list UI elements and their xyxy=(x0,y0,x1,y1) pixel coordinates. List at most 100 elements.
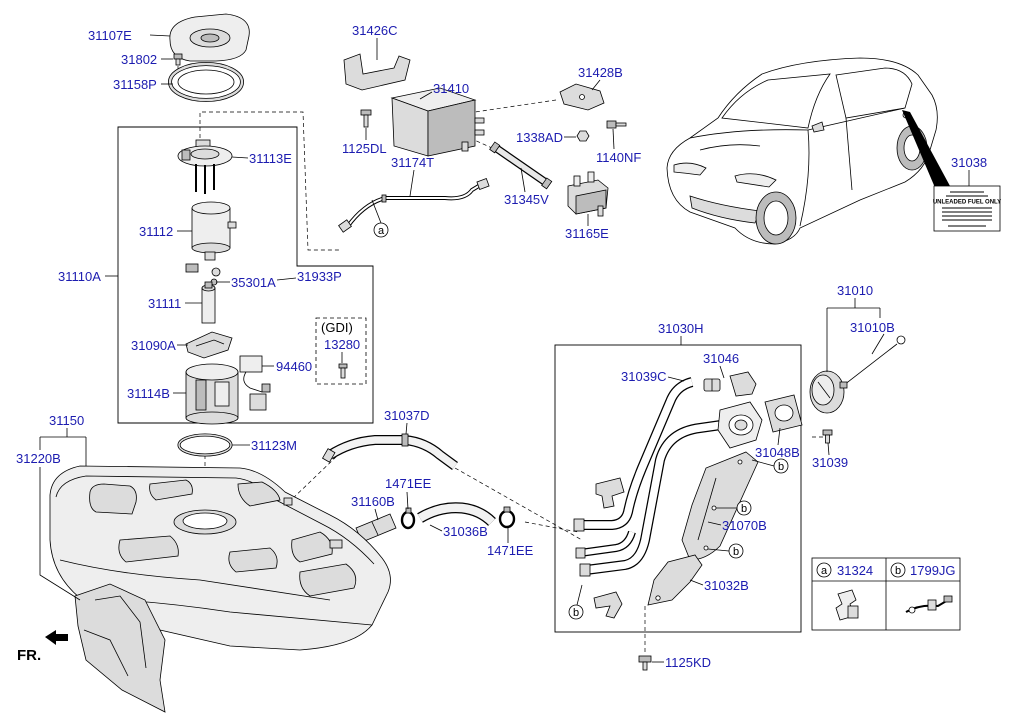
part-31112-filter xyxy=(191,201,237,261)
legend-a-letter: a xyxy=(821,565,828,577)
callout-b-letter: b xyxy=(778,461,784,473)
part-labels: 31107E 31802 31158P 31426C 31410 31428B … xyxy=(16,23,987,670)
part-31090A-bracket xyxy=(185,331,233,359)
filler-pipe-frame xyxy=(554,344,802,633)
pump-assembly-frame xyxy=(117,126,374,424)
part-13280-screw xyxy=(338,363,348,379)
part-1471EE-clamp-1 xyxy=(400,507,416,530)
part-31428B-bracket xyxy=(559,83,605,111)
label-31428B: 31428B xyxy=(578,65,623,80)
label-31114B: 31114B xyxy=(127,386,170,401)
callout-a: a xyxy=(373,222,389,238)
label-31123M: 31123M xyxy=(251,438,297,453)
part-31038-decal: UNLEADED FUEL ONLY xyxy=(902,110,1001,232)
part-31220B-heat-shield xyxy=(74,583,166,713)
label-31010B: 31010B xyxy=(850,320,895,335)
part-31032B-bracket xyxy=(647,554,703,606)
part-31036B-hose xyxy=(417,502,496,527)
label-31345V: 31345V xyxy=(504,192,549,207)
callout-b-letter: b xyxy=(573,607,579,619)
label-31426C: 31426C xyxy=(352,23,398,38)
part-1471EE-clamp-2 xyxy=(498,506,516,529)
part-31158P-ring xyxy=(168,62,244,102)
front-label: FR. xyxy=(17,647,41,664)
part-31111-pump xyxy=(201,281,216,324)
gdi-dashed-box xyxy=(315,317,367,385)
callout-b-1: b xyxy=(773,458,789,474)
label-31112: 31112 xyxy=(139,224,173,239)
part-94460-sender xyxy=(239,355,271,411)
part-31426C-bracket xyxy=(343,53,411,91)
label-1471EE-upper: 1471EE xyxy=(385,476,432,491)
decal-text: UNLEADED FUEL ONLY xyxy=(933,200,1001,206)
part-31114B-reservoir xyxy=(185,363,239,425)
callout-b-4: b xyxy=(568,604,584,620)
legend-table: a 31324 b 1799JG xyxy=(811,557,961,631)
part-31410-canister xyxy=(390,87,485,157)
part-31046-connector xyxy=(703,371,757,397)
part-31174T-hose xyxy=(338,178,490,233)
callout-a-letter: a xyxy=(378,225,385,237)
part-31010B-tether xyxy=(839,335,906,389)
part-31039-screw xyxy=(822,429,833,444)
part-31107E-cover xyxy=(169,13,250,62)
label-35301A: 35301A xyxy=(231,275,276,290)
part-31037D-hose xyxy=(321,433,458,471)
label-31036B: 31036B xyxy=(443,524,488,539)
label-1125DL: 1125DL xyxy=(342,141,387,156)
part-1140NF-bolt xyxy=(606,120,627,129)
label-31111: 31111 xyxy=(148,296,181,311)
callout-b-letter: b xyxy=(733,546,739,558)
label-31038: 31038 xyxy=(951,155,987,170)
leader-lines xyxy=(39,34,970,663)
label-94460: 94460 xyxy=(276,359,312,374)
part-31123M-seal xyxy=(177,433,233,457)
label-31165E: 31165E xyxy=(565,226,609,241)
label-31039C: 31039C xyxy=(621,369,667,384)
part-31113E-flange xyxy=(177,139,233,194)
part-pipe-brackets xyxy=(593,477,625,619)
label-31032B: 31032B xyxy=(704,578,749,593)
part-1125KD-bolt xyxy=(638,655,652,671)
legend-b-part: 1799JG xyxy=(910,563,956,578)
label-13280: 13280 xyxy=(324,337,360,352)
label-31110A: 31110A xyxy=(58,269,101,284)
legend-b-letter: b xyxy=(895,565,901,577)
part-small-fittings xyxy=(185,263,221,286)
part-31345V-hose xyxy=(489,141,553,190)
label-31933P: 31933P xyxy=(297,269,342,284)
callout-b-2: b xyxy=(736,500,752,516)
label-31107E: 31107E xyxy=(88,28,132,43)
part-31010-fuel-cap xyxy=(809,370,845,414)
label-31158P: 31158P xyxy=(113,77,157,92)
cable-tie-icon xyxy=(905,595,953,614)
label-31046: 31046 xyxy=(703,351,739,366)
label-31150: 31150 xyxy=(49,413,84,428)
gdi-label: (GDI) xyxy=(321,320,353,335)
label-31048B: 31048B xyxy=(755,445,800,460)
part-1338AD-nut xyxy=(576,130,590,142)
label-1140NF: 1140NF xyxy=(596,150,641,165)
legend-a-part: 31324 xyxy=(837,563,873,578)
label-31220B: 31220B xyxy=(16,451,61,466)
label-31039: 31039 xyxy=(812,455,848,470)
part-1125DL-bolt xyxy=(360,109,372,128)
label-31113E: 31113E xyxy=(249,151,292,166)
vehicle-illustration xyxy=(666,57,938,245)
label-31160B: 31160B xyxy=(351,494,395,509)
label-1125KD: 1125KD xyxy=(665,655,711,670)
clip-icon xyxy=(835,589,859,621)
label-31090A: 31090A xyxy=(131,338,176,353)
part-31048B-gasket xyxy=(764,394,803,433)
label-31037D: 31037D xyxy=(384,408,430,423)
part-31165E-valve xyxy=(567,171,609,217)
callout-b-letter: b xyxy=(741,503,747,515)
label-31070B: 31070B xyxy=(722,518,767,533)
part-31802-bolt xyxy=(173,53,183,66)
part-31070B-shield xyxy=(681,451,759,561)
label-1338AD: 1338AD xyxy=(516,130,563,145)
label-31174T: 31174T xyxy=(391,155,434,170)
part-31030H-filler-pipe xyxy=(573,377,763,577)
callout-b-3: b xyxy=(728,543,744,559)
